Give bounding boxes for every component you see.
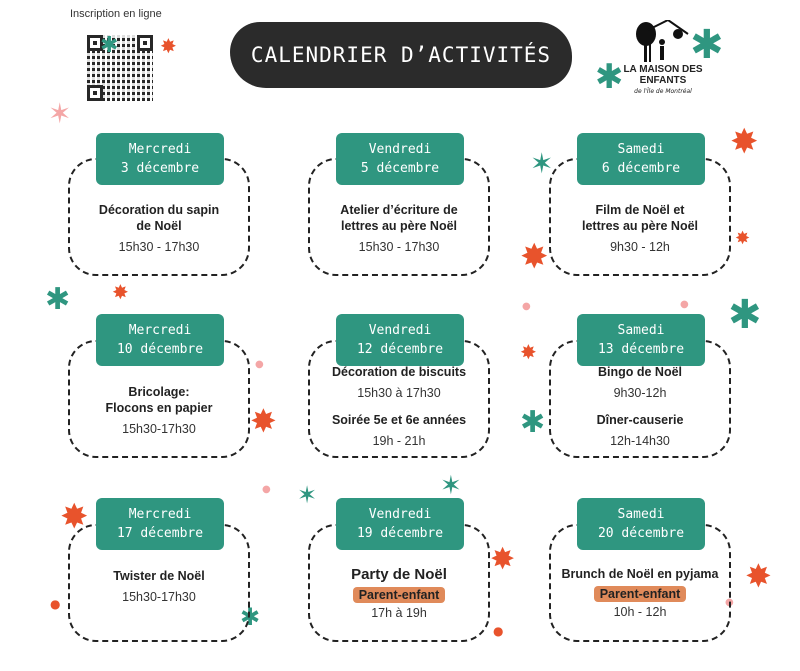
event-title: Décoration du sapin — [98, 203, 220, 217]
event-title: Décoration de biscuits — [331, 365, 467, 379]
event-title: Flocons en papier — [105, 401, 213, 415]
event-title: lettres au père Noël — [581, 219, 698, 233]
event-date-tab: Mercredi 10 décembre — [96, 314, 224, 366]
event-date-tab: Samedi 20 décembre — [577, 498, 705, 550]
page-title: CALENDRIER D’ACTIVITÉS — [230, 22, 572, 88]
star-icon: ✶ — [297, 481, 318, 509]
star-icon: ✸ — [730, 122, 759, 162]
event-date-tab: Mercredi 17 décembre — [96, 498, 224, 550]
star-icon: ✱ — [690, 22, 724, 68]
event-time: 15h30-17h30 — [122, 422, 196, 436]
event-day: Vendredi — [368, 323, 432, 338]
event-time: 9h30-12h — [613, 386, 667, 400]
event-date-tab: Vendredi 5 décembre — [336, 133, 464, 185]
logo-subtext: de l'Île de Montréal — [634, 88, 692, 95]
event-card: Twister de Noël 15h30-17h30 — [68, 524, 250, 642]
event-time: 17h à 19h — [371, 606, 427, 620]
event-time: 15h30 - 17h30 — [118, 240, 200, 254]
event-time: 10h - 12h — [613, 605, 667, 619]
event-date-tab: Samedi 13 décembre — [577, 314, 705, 366]
qr-code[interactable] — [87, 35, 153, 101]
event-day: Samedi — [617, 142, 665, 157]
event-day: Mercredi — [128, 323, 192, 338]
event-date: 6 décembre — [601, 161, 681, 176]
dot-decoration: ● — [262, 484, 271, 495]
event-time: 15h30-17h30 — [122, 590, 196, 604]
star-icon: ✸ — [250, 402, 277, 440]
house-tree-icon — [636, 18, 689, 62]
star-icon: ✶ — [530, 147, 554, 180]
audience-badge: Parent-enfant — [352, 587, 446, 603]
dot-decoration: ● — [50, 597, 61, 611]
event-title: Bingo de Noël — [597, 365, 683, 379]
audience-badge: Parent-enfant — [593, 586, 687, 602]
star-icon: ✸ — [490, 542, 516, 577]
star-icon: ✸ — [160, 34, 177, 58]
star-icon: ✸ — [520, 340, 537, 364]
event-date-tab: Vendredi 19 décembre — [336, 498, 464, 550]
event-day: Mercredi — [128, 507, 192, 522]
event-date-tab: Vendredi 12 décembre — [336, 314, 464, 366]
event-time: 12h-14h30 — [610, 434, 670, 448]
star-icon: ✱ — [100, 33, 119, 58]
star-icon: ✱ — [45, 282, 71, 317]
event-title: Twister de Noël — [113, 569, 205, 583]
logo-text: LA MAISON DES ENFANTS — [623, 64, 703, 86]
star-icon: ✱ — [595, 57, 624, 97]
event-title: Brunch de Noël en pyjama — [561, 567, 719, 581]
event-title: Dîner-causerie — [596, 413, 684, 427]
dot-decoration: ● — [493, 624, 504, 638]
event-date: 5 décembre — [360, 161, 440, 176]
event-title: de Noël — [136, 219, 182, 233]
dot-decoration: ● — [680, 299, 689, 310]
event-time: 15h30 - 17h30 — [358, 240, 440, 254]
event-date-tab: Samedi 6 décembre — [577, 133, 705, 185]
event-time: 19h - 21h — [372, 434, 426, 448]
event-title: Bricolage: — [128, 385, 190, 399]
event-day: Samedi — [617, 507, 665, 522]
event-title: lettres au père Noël — [340, 219, 457, 233]
event-card: Film de Noël et lettres au père Noël 9h30 … — [549, 158, 731, 276]
event-title: Soirée 5e et 6e années — [331, 413, 467, 427]
event-date: 20 décembre — [597, 526, 685, 541]
event-title: Atelier d’écriture de — [340, 203, 458, 217]
logo: LA MAISON DES ENFANTS de l'Île de Montré… — [618, 18, 708, 110]
dot-decoration: ● — [255, 359, 264, 370]
star-icon: ✸ — [520, 237, 549, 277]
event-date-tab: Mercredi 3 décembre — [96, 133, 224, 185]
event-day: Samedi — [617, 323, 665, 338]
star-icon: ✱ — [520, 405, 546, 440]
event-date: 19 décembre — [356, 526, 444, 541]
star-icon: ✶ — [48, 97, 72, 130]
event-time: 9h30 - 12h — [610, 240, 670, 254]
registration-label: Inscription en ligne — [70, 8, 162, 20]
event-day: Vendredi — [368, 142, 432, 157]
event-date: 12 décembre — [356, 342, 444, 357]
event-date: 17 décembre — [116, 526, 204, 541]
event-date: 10 décembre — [116, 342, 204, 357]
event-title: Film de Noël et — [595, 203, 685, 217]
star-icon: ✸ — [735, 228, 751, 249]
event-date: 3 décembre — [120, 161, 200, 176]
event-day: Mercredi — [128, 142, 192, 157]
star-icon: ✶ — [440, 471, 462, 501]
event-time: 15h30 à 17h30 — [357, 386, 441, 400]
event-title: Party de Noël — [351, 566, 447, 583]
event-day: Vendredi — [368, 507, 432, 522]
dot-decoration: ● — [522, 301, 531, 312]
star-icon: ✱ — [728, 292, 762, 338]
star-icon: ✸ — [112, 280, 129, 304]
star-icon: ✸ — [745, 557, 772, 595]
event-date: 13 décembre — [597, 342, 685, 357]
